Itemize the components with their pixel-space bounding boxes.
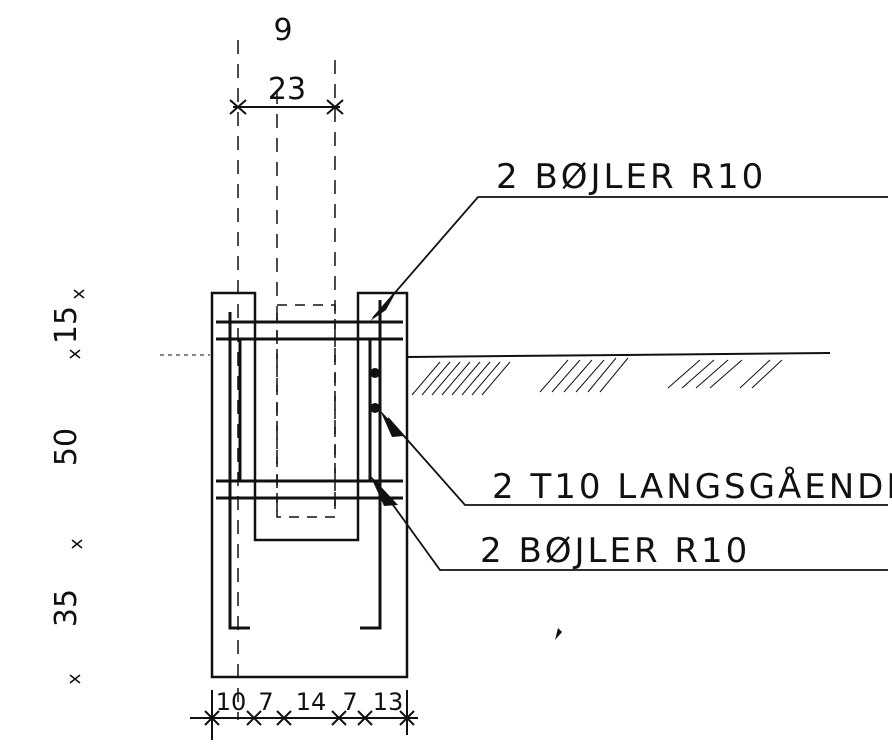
top-dim-lower: 23	[268, 72, 306, 107]
leader-longitudinal	[380, 410, 888, 506]
side-dimension-ticks	[69, 289, 85, 684]
bottom-dim: 7	[258, 688, 273, 716]
column-guide-lines	[237, 40, 336, 720]
label-longitudinal: 2 T10 LANGSGÅENDE	[492, 466, 892, 507]
side-dim-top: 15	[49, 306, 84, 344]
ground-hatching	[411, 357, 783, 396]
label-stirrups-bottom: 2 BØJLER R10	[480, 531, 750, 571]
column-dashed-outline	[276, 304, 336, 518]
leader-stirrups-top	[370, 196, 888, 321]
side-dim-bottom: 35	[49, 589, 84, 627]
bottom-dim: 14	[296, 688, 327, 716]
side-dim-middle: 50	[49, 428, 84, 466]
bottom-dimension-labels: 10 7 14 7 13	[216, 688, 404, 716]
vertical-bars	[228, 300, 382, 630]
longitudinal-bar-dot	[370, 368, 380, 378]
longitudinal-bar-dot	[370, 403, 380, 413]
foundation-outline	[210, 291, 409, 679]
stray-mark	[555, 628, 562, 640]
top-dim-upper: 9	[273, 13, 292, 48]
stirrup-top-pair	[216, 320, 403, 341]
top-dimension-line	[229, 99, 344, 115]
label-stirrups-top: 2 BØJLER R10	[496, 157, 766, 197]
bottom-dim: 7	[342, 688, 357, 716]
stirrup-bottom-pair	[216, 479, 403, 500]
leader-stirrups-bottom	[370, 475, 888, 571]
bottom-dim: 10	[216, 688, 247, 716]
bottom-dimension-line	[190, 690, 418, 740]
bottom-dim: 13	[373, 688, 404, 716]
ground-line	[160, 352, 831, 396]
